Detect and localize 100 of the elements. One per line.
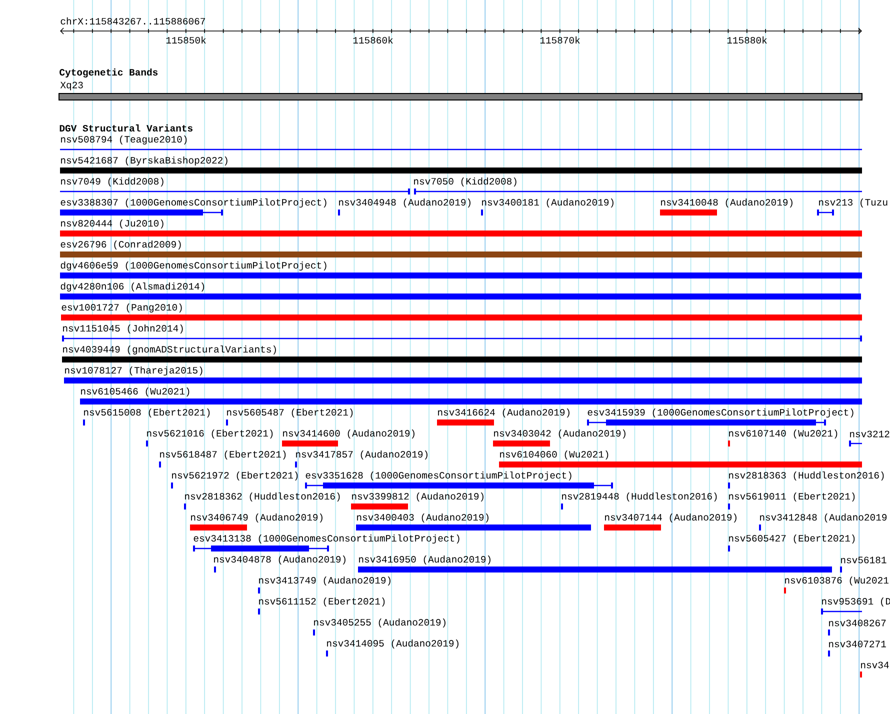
node-label: nsv1151045 (John2014) xyxy=(63,324,183,334)
variant-feature: nsv5611152 (Ebert2021) xyxy=(258,597,385,614)
tick-label: 115870k xyxy=(540,36,580,44)
variant-feature: nsv213 (Tuzu xyxy=(817,198,888,216)
node-label: nsv5618487 (Ebert2021) xyxy=(160,450,286,460)
node-label: nsv3403042 (Audano2019) xyxy=(494,429,626,439)
variant-feature: nsv3403042 (Audano2019) xyxy=(493,429,626,446)
node-label: esv3388307 (1000GenomesConsortiumPilotProject) xyxy=(60,198,326,208)
variant-feature: esv26796 (Conrad2009) xyxy=(60,240,862,258)
node-label: nsv2818363 (Huddleston2016) xyxy=(729,471,884,481)
variant-feature: nsv3404948 (Audano2019) xyxy=(338,198,470,216)
node-label: nsv3410048 (Audano2019) xyxy=(661,198,792,208)
node-label: nsv5605427 (Ebert2021) xyxy=(729,534,855,544)
node-label: nsv5605487 (Ebert2021) xyxy=(227,408,353,418)
variant-feature: esv1001727 (Pang2010) xyxy=(61,303,862,320)
variant-feature: nsv3408267 xyxy=(828,620,886,636)
node-label: nsv56181 xyxy=(841,556,886,564)
variant-feature: nsv820444 (Ju2010) xyxy=(60,219,862,236)
variant-feature: nsv6105466 (Wu2021) xyxy=(80,387,862,404)
variant-feature: esv3388307 (1000GenomesConsortiumPilotProject) xyxy=(60,198,326,216)
node-label: dgv4280n106 (Alsmadi2014) xyxy=(60,282,204,292)
variant-feature: nsv7050 (Kidd2008) xyxy=(414,177,862,194)
node-label: nsv4039449 (gnomADStructuralVariants) xyxy=(63,345,276,355)
variant-feature: dgv4606e59 (1000GenomesConsortiumPilotProject) xyxy=(60,261,862,278)
node-label: nsv3405255 (Audano2019) xyxy=(314,618,446,628)
node-label: nsv2819448 (Huddleston2016) xyxy=(562,492,717,502)
variant-feature: nsv5618487 (Ebert2021) xyxy=(159,450,286,468)
variant-feature: nsv3400181 (Audano2019) xyxy=(481,198,614,216)
variant-feature: nsv3212 xyxy=(849,430,890,446)
node-label: Xq23 xyxy=(60,82,83,90)
node-label: nsv3404948 (Audano2019) xyxy=(339,198,470,208)
variant-feature: nsv3400403 (Audano2019) xyxy=(356,513,591,530)
variant-feature: nsv7049 (Kidd2008) xyxy=(60,177,410,194)
node-label: nsv6104060 (Wu2021) xyxy=(500,450,608,460)
node-label: nsv3412848 (Audano2019 xyxy=(760,513,887,523)
node-label: nsv7050 (Kidd2008) xyxy=(414,177,516,187)
node-label: nsv34 xyxy=(861,662,889,668)
tick-label: 115850k xyxy=(166,36,206,44)
node-label: nsv5611152 (Ebert2021) xyxy=(259,597,385,607)
variant-feature: esv3415939 (1000GenomesConsortiumPilotProject) xyxy=(587,408,854,426)
variant-feature: nsv3412848 (Audano2019 xyxy=(759,513,887,530)
variant-feature: nsv2819448 (Huddleston2016) xyxy=(561,492,717,510)
variant-feature: nsv3405255 (Audano2019) xyxy=(313,618,446,636)
node-label: esv3415939 (1000GenomesConsortiumPilotProject) xyxy=(588,408,854,418)
node-label: nsv3404878 (Audano2019) xyxy=(214,555,346,565)
variant-feature: nsv3410048 (Audano2019) xyxy=(660,198,792,216)
node-label: nsv3400181 (Audano2019) xyxy=(482,198,614,208)
node-label: nsv3414095 (Audano2019) xyxy=(327,639,458,649)
variant-feature: nsv3399812 (Audano2019) xyxy=(351,492,484,510)
node-label: nsv3212 xyxy=(850,430,890,438)
variant-feature: nsv5621972 (Ebert2021) xyxy=(171,471,298,488)
node-label: nsv5619011 (Ebert2021) xyxy=(729,492,855,502)
variant-feature: nsv3416950 (Audano2019) xyxy=(358,555,832,572)
node-label: nsv3413749 (Audano2019) xyxy=(259,576,390,586)
variant-feature: nsv3417857 (Audano2019) xyxy=(295,450,428,468)
node-label: nsv3400403 (Audano2019) xyxy=(357,513,488,523)
node-label: nsv3417857 (Audano2019) xyxy=(296,450,428,460)
variant-feature: nsv5621016 (Ebert2021) xyxy=(146,429,273,446)
variant-feature: nsv1151045 (John2014) xyxy=(62,324,862,342)
variant-feature: nsv5605487 (Ebert2021) xyxy=(226,408,353,426)
node-label: nsv3414600 (Audano2019) xyxy=(283,429,414,439)
variant-feature: nsv5619011 (Ebert2021) xyxy=(728,492,855,510)
variant-feature: nsv3407271 xyxy=(828,640,886,656)
tick-label: 115880k xyxy=(727,36,767,44)
variant-feature: nsv6104060 (Wu2021) xyxy=(499,450,862,468)
node-label: nsv6105466 (Wu2021) xyxy=(81,387,190,397)
variant-feature: nsv508794 (Teague2010) xyxy=(60,135,862,150)
variant-feature: nsv5605427 (Ebert2021) xyxy=(728,534,855,552)
cytoband-bar: Xq23 xyxy=(58,82,862,100)
variant-feature: nsv3413749 (Audano2019) xyxy=(258,576,390,594)
location-label: chrX:115843267..115886067 xyxy=(60,17,205,25)
tick-label: 115860k xyxy=(353,36,393,44)
node-label: esv26796 (Conrad2009) xyxy=(60,240,181,250)
variant-feature: nsv6103876 (Wu2021 xyxy=(784,576,888,594)
node-label: nsv6103876 (Wu2021 xyxy=(785,576,888,586)
node-label: nsv3416624 (Audano2019) xyxy=(438,408,570,418)
variant-feature: nsv5421687 (ByrskaBishop2022) xyxy=(60,156,862,174)
variant-feature: nsv3414095 (Audano2019) xyxy=(326,639,458,656)
variant-feature: nsv6107140 (Wu2021) xyxy=(728,429,838,446)
track-heading: Cytogenetic Bands xyxy=(60,68,158,78)
variant-feature: nsv3414600 (Audano2019) xyxy=(282,429,414,446)
node-label: nsv1078127 (Thareja2015) xyxy=(65,366,202,376)
variant-feature: esv3351628 (1000GenomesConsortiumPilotProject) xyxy=(305,471,613,488)
variant-feature: nsv3407144 (Audano2019) xyxy=(604,513,736,530)
node-label: nsv3407271 xyxy=(829,640,886,648)
node-label: nsv5621016 (Ebert2021) xyxy=(147,429,273,439)
track-heading: DGV Structural Variants xyxy=(60,124,192,132)
variant-feature: nsv2818362 (Huddleston2016) xyxy=(184,492,340,510)
node-label: nsv2818362 (Huddleston2016) xyxy=(185,492,340,502)
node-label: nsv5615008 (Ebert2021) xyxy=(84,408,210,418)
variant-feature: nsv5615008 (Ebert2021) xyxy=(83,408,210,426)
node-label: esv3351628 (1000GenomesConsortiumPilotProject) xyxy=(306,471,572,481)
node-label: nsv213 (Tuzu xyxy=(819,198,888,208)
node-label: nsv6107140 (Wu2021) xyxy=(729,429,838,439)
variant-feature: nsv3416624 (Audano2019) xyxy=(437,408,570,426)
variant-feature: nsv4039449 (gnomADStructuralVariants) xyxy=(62,345,862,362)
node-label: nsv3408267 xyxy=(829,620,886,626)
variant-feature: nsv34 xyxy=(860,662,889,678)
node-label: nsv5421687 (ByrskaBishop2022) xyxy=(61,156,228,166)
variant-feature: nsv1078127 (Thareja2015) xyxy=(64,366,862,384)
